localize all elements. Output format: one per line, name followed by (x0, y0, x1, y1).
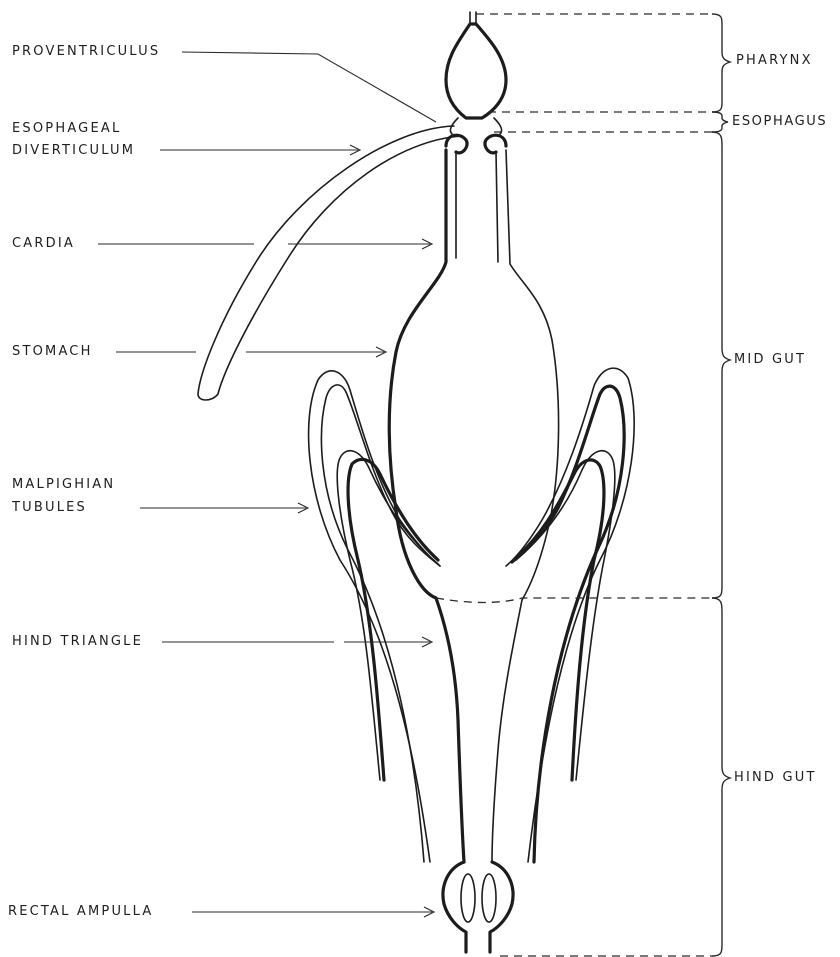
label-rectal-ampulla: RECTAL AMPULLA (8, 901, 153, 923)
esophagus-shape (446, 118, 506, 153)
region-boundaries (436, 14, 712, 956)
label-malpighian-tubules-line1: MALPIGHIAN (12, 474, 115, 496)
leader-stomach (116, 347, 386, 357)
malpighian-tubule-right-outer (506, 368, 634, 862)
label-cardia: CARDIA (12, 233, 75, 255)
label-hind-triangle: HIND TRIANGLE (12, 631, 143, 653)
label-malpighian-tubules-line2: TUBULES (12, 497, 87, 519)
label-proventriculus: PROVENTRICULUS (12, 41, 160, 63)
label-esophageal-diverticulum-line2: DIVERTICULUM (12, 140, 135, 162)
region-braces (712, 14, 730, 956)
region-label-hind-gut: HIND GUT (734, 767, 817, 789)
label-esophageal-diverticulum-line1: ESOPHAGEAL (12, 118, 121, 140)
leader-proventriculus (182, 52, 436, 122)
region-label-esophagus: ESOPHAGUS (732, 111, 827, 133)
inner-tube-lines (456, 152, 498, 262)
malpighian-tubule-right-inner (516, 451, 615, 780)
leader-esophageal-diverticulum (160, 145, 360, 155)
gut-outline-right (492, 150, 559, 862)
region-label-mid-gut: MID GUT (734, 349, 806, 371)
esophageal-diverticulum-shape (198, 126, 462, 400)
malpighian-tubule-left-inner (337, 451, 438, 780)
leader-rectal-ampulla (192, 907, 434, 917)
region-label-pharynx: PHARYNX (736, 50, 813, 72)
malpighian-tubule-left-outer (309, 371, 440, 862)
gut-outline-left (389, 150, 464, 862)
leader-hind-triangle (162, 637, 432, 647)
leader-malpighian-tubules (140, 503, 308, 513)
label-stomach: STOMACH (12, 341, 93, 363)
proventriculus-shape (446, 12, 506, 118)
rectal-ampulla-shape (443, 862, 513, 952)
